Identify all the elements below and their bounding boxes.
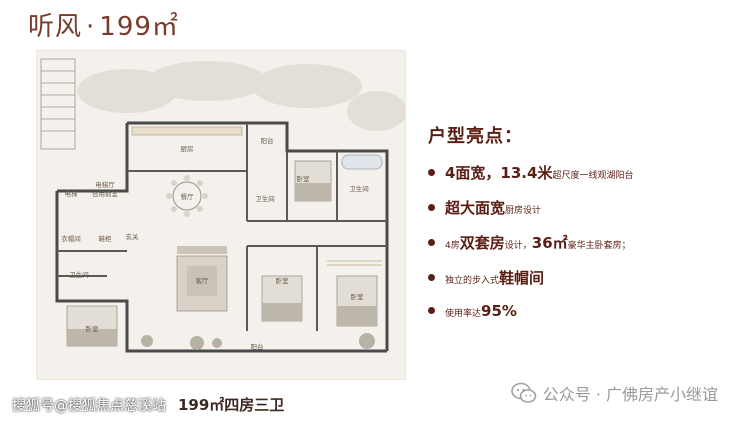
label-balcony-top: 阳台 xyxy=(261,136,274,145)
highlight-item: 4房 双套房 设计， 36㎡ 豪华主卧套房； xyxy=(428,232,728,253)
layout-caption: 199㎡四房三卫 xyxy=(178,396,285,414)
title-separator: · xyxy=(86,12,96,42)
label-kitchen: 厨房 xyxy=(181,144,194,153)
label-bedroom4: 卧室 xyxy=(86,324,100,333)
label-living: 客厅 xyxy=(196,276,210,285)
highlight-item: 独立的步入式 鞋帽间 xyxy=(428,267,728,288)
page-title: 听风·199㎡ xyxy=(28,6,179,43)
bullet-icon xyxy=(428,307,435,314)
floor-plan-drawing: 厨房 阳台 餐厅 卧室 卫生间 电梯 电梯厅 合用前室 卫生间 衣帽间 鞋柜 玄… xyxy=(40,58,405,353)
label-bathroom1: 卫生间 xyxy=(349,184,369,193)
source-caption: 搜狐号@搜狐焦点慈溪站 xyxy=(12,398,166,414)
highlight-big: 4面宽，13.4米 xyxy=(445,164,553,182)
floor-plan: 厨房 阳台 餐厅 卧室 卫生间 电梯 电梯厅 合用前室 卫生间 衣帽间 鞋柜 玄… xyxy=(36,50,406,380)
bathtub xyxy=(341,154,383,170)
watermark-text: 公众号 · 广佛房产小继谊 xyxy=(542,385,718,404)
highlight-pre: 4房 xyxy=(445,241,460,251)
bullet-icon xyxy=(428,274,435,281)
label-shoe: 鞋柜 xyxy=(99,234,113,243)
label-bathroom2: 卫生间 xyxy=(255,194,275,203)
highlight-item: 使用率达 95% xyxy=(428,302,728,320)
title-area: 199㎡ xyxy=(99,12,179,42)
label-elevator-hall2: 合用前室 xyxy=(92,189,119,198)
highlight-big2: 36㎡ xyxy=(531,234,568,252)
stairs xyxy=(40,58,76,150)
background-trees xyxy=(77,61,405,131)
blankets xyxy=(67,183,377,346)
label-elevator: 电梯 xyxy=(65,189,79,198)
highlight-small: 超尺度一线观湖阳台 xyxy=(552,171,634,181)
label-bathroom3: 卫生间 xyxy=(69,270,89,279)
highlights-title: 户型亮点： xyxy=(428,126,523,147)
highlights-panel: 户型亮点： 4面宽，13.4米 超尺度一线观湖阳台 超大面宽 厨房设计 4房 双… xyxy=(428,122,728,334)
label-elevator-hall: 电梯厅 xyxy=(95,180,115,189)
label-entrance: 玄关 xyxy=(126,232,140,241)
wechat-icon xyxy=(510,382,537,403)
highlight-pre: 使用率达 xyxy=(445,309,482,319)
highlight-item: 超大面宽 厨房设计 xyxy=(428,197,728,218)
bullet-icon xyxy=(428,204,435,211)
highlight-big: 鞋帽间 xyxy=(499,269,545,287)
highlight-big: 95% xyxy=(481,302,517,320)
title-name: 听风 xyxy=(28,12,83,42)
label-bedroom2: 卧室 xyxy=(276,276,290,285)
highlight-big: 双套房 xyxy=(459,234,505,252)
interior-walls xyxy=(57,123,387,331)
living-furniture xyxy=(176,246,228,312)
balcony-plants xyxy=(141,333,375,350)
label-bedroom3: 卧室 xyxy=(351,292,365,301)
highlight-pre: 独立的步入式 xyxy=(445,276,500,286)
highlight-small: 设计， xyxy=(504,241,532,251)
wardrobe xyxy=(327,260,382,266)
label-closet: 衣帽间 xyxy=(61,234,81,243)
highlight-item: 4面宽，13.4米 超尺度一线观湖阳台 xyxy=(428,162,728,183)
label-balcony-bottom: 阳台 xyxy=(251,342,264,351)
bullet-icon xyxy=(428,169,435,176)
label-dining: 餐厅 xyxy=(181,192,195,201)
highlight-small2: 豪华主卧套房； xyxy=(567,241,631,251)
highlight-big: 超大面宽 xyxy=(445,199,506,217)
highlight-small: 厨房设计 xyxy=(505,206,542,216)
label-bedroom1: 卧室 xyxy=(297,174,311,183)
kitchen-counter xyxy=(131,126,243,136)
watermark: 公众号 · 广佛房产小继谊 xyxy=(510,381,718,405)
bullet-icon xyxy=(428,239,435,246)
dining-table xyxy=(166,175,208,217)
